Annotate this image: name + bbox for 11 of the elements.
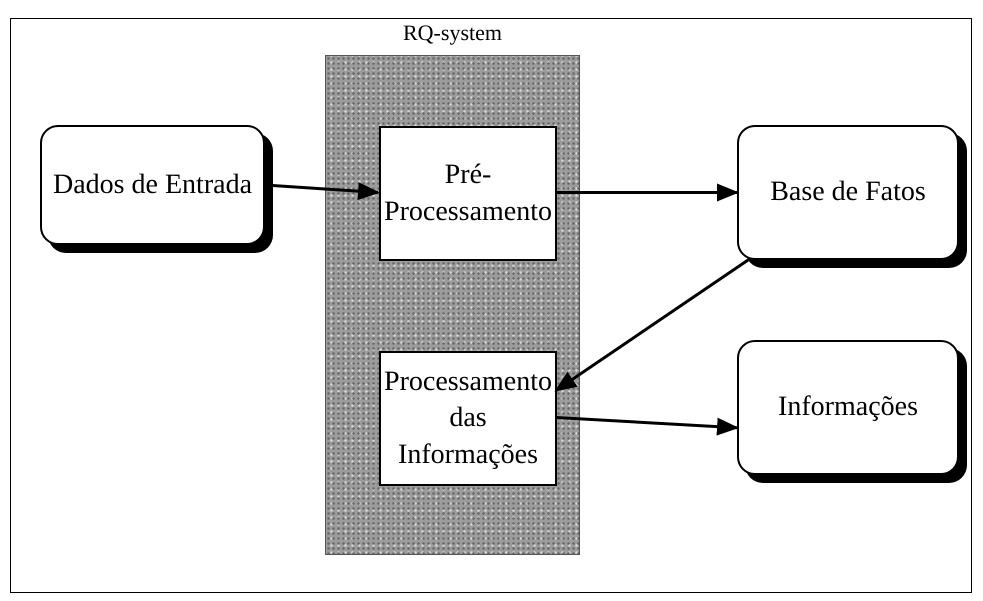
box-label: Pré-Processamento	[384, 158, 552, 228]
arrow	[556, 416, 739, 436]
arrow	[554, 258, 749, 392]
box-label: Base de Fatos	[770, 175, 926, 210]
box-label: Dados de Entrada	[52, 168, 252, 202]
arrow	[556, 184, 739, 202]
process-box	[379, 126, 557, 261]
panel-title: RQ-system	[402, 19, 503, 47]
box-label: Processamento das Informações	[384, 364, 552, 472]
box-label: Informações	[778, 390, 918, 424]
process-box	[379, 351, 557, 486]
